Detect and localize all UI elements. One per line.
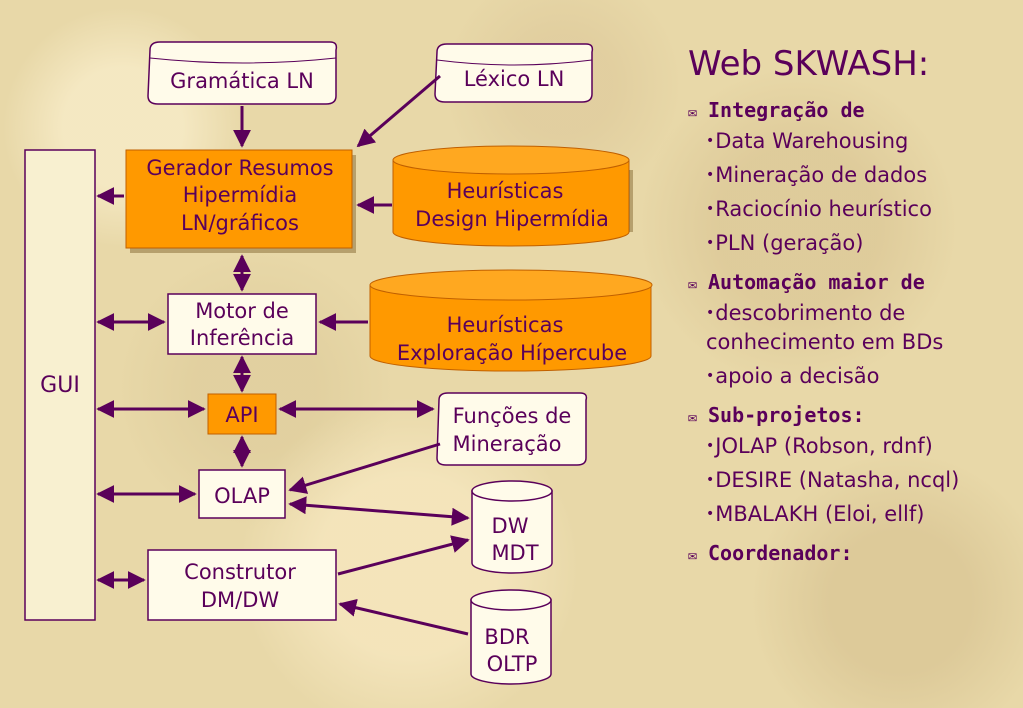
edge-bdr-construtor <box>338 598 469 636</box>
olap-label: OLAP <box>214 484 270 508</box>
list-item: •PLN (geração) <box>706 231 864 255</box>
olap-node: OLAP <box>198 469 286 519</box>
list-item: •MBALAKH (Eloi, ellf) <box>706 502 925 526</box>
heur-design-line-1: Heurísticas <box>447 179 564 203</box>
construtor-line-2: DM/DW <box>201 588 280 612</box>
edge-olap-dw <box>288 496 470 526</box>
gramatica-ln-node: Gramática LN <box>147 41 338 105</box>
section-list: •JOLAP (Robson, rdnf) •DESIRE (Natasha, … <box>688 432 1018 529</box>
section-integracao: ✉ Integração de •Data Warehousing •Minera… <box>688 98 1018 258</box>
funcoes-line-1: Funções de <box>453 404 572 428</box>
list-item: •JOLAP (Robson, rdnf) <box>706 434 933 458</box>
connectors <box>96 74 470 636</box>
list-item: •apoio a decisão <box>706 364 880 388</box>
lexico-ln-node: Léxico LN <box>434 43 594 103</box>
architecture-diagram: GUI Gramática LN Léxico LN Gerador Resum… <box>24 41 653 685</box>
heuristicas-exploracao-node: Heurísticas Exploração Hípercube <box>369 269 653 372</box>
motor-line-2: Inferência <box>190 326 294 350</box>
gerador-resumos-node: Gerador Resumos Hipermídia LN/gráficos <box>125 149 356 253</box>
gerador-line-3: LN/gráficos <box>181 211 299 235</box>
funcoes-line-2: Mineração <box>453 432 562 456</box>
dw-mdt-node: DW MDT <box>471 480 553 574</box>
construtor-line-1: Construtor <box>184 560 296 584</box>
section-coordenador: ✉ Coordenador: <box>688 541 1018 565</box>
gui-label: GUI <box>40 373 80 398</box>
api-label: API <box>225 403 258 427</box>
section-list: •descobrimento de conhecimento em BDs •a… <box>688 299 1018 391</box>
dw-line-2: MDT <box>491 541 538 565</box>
motor-inferencia-node: Motor de Inferência <box>167 293 317 355</box>
api-node: API <box>207 393 277 435</box>
section-heading: Automação maior de <box>708 270 925 294</box>
heur-expl-line-1: Heurísticas <box>447 313 564 337</box>
sidebar-title: Web SKWASH: <box>688 44 930 84</box>
list-item: •DESIRE (Natasha, ncql) <box>706 468 960 492</box>
list-item: •Raciocínio heurístico <box>706 197 932 221</box>
edge-construtor-dw <box>337 535 470 576</box>
heur-expl-line-2: Exploração Hípercube <box>397 341 627 365</box>
edge-funcoes-olap <box>288 442 441 494</box>
gui-box: GUI <box>24 149 96 621</box>
gerador-line-1: Gerador Resumos <box>146 156 333 180</box>
dw-line-1: DW <box>492 514 529 538</box>
list-item: •Mineração de dados <box>706 163 928 187</box>
heuristicas-design-node: Heurísticas Design Hipermídia <box>392 145 633 247</box>
list-item: •Data Warehousing <box>706 129 909 153</box>
bdr-line-2: OLTP <box>487 652 538 676</box>
bdr-oltp-node: BDR OLTP <box>470 589 552 685</box>
heur-design-line-2: Design Hipermídia <box>415 207 609 231</box>
envelope-icon: ✉ <box>688 275 698 293</box>
gramatica-ln-label: Gramática LN <box>170 69 314 93</box>
envelope-icon: ✉ <box>688 103 698 121</box>
envelope-icon: ✉ <box>688 408 698 426</box>
envelope-icon: ✉ <box>688 546 698 564</box>
lexico-ln-label: Léxico LN <box>464 67 565 91</box>
motor-line-1: Motor de <box>195 299 289 323</box>
list-item: •descobrimento de conhecimento em BDs <box>706 301 944 354</box>
section-heading: Sub-projetos: <box>708 403 865 427</box>
section-subprojetos: ✉ Sub-projetos: •JOLAP (Robson, rdnf) •DE… <box>688 403 1018 529</box>
funcoes-mineracao-node: Funções de Mineração <box>436 392 588 466</box>
section-automacao: ✉ Automação maior de •descobrimento de co… <box>688 270 1018 391</box>
section-list: •Data Warehousing •Mineração de dados •R… <box>688 127 1018 258</box>
edge-lexico-gerador <box>356 74 441 148</box>
gerador-line-2: Hipermídia <box>183 183 297 207</box>
section-heading: Integração de <box>708 98 865 122</box>
sidebar-panel: Web SKWASH: ✉ Integração de •Data Warehou… <box>688 44 1018 577</box>
bdr-line-1: BDR <box>484 625 529 649</box>
section-heading: Coordenador: <box>708 541 853 565</box>
construtor-node: Construtor DM/DW <box>147 549 337 621</box>
